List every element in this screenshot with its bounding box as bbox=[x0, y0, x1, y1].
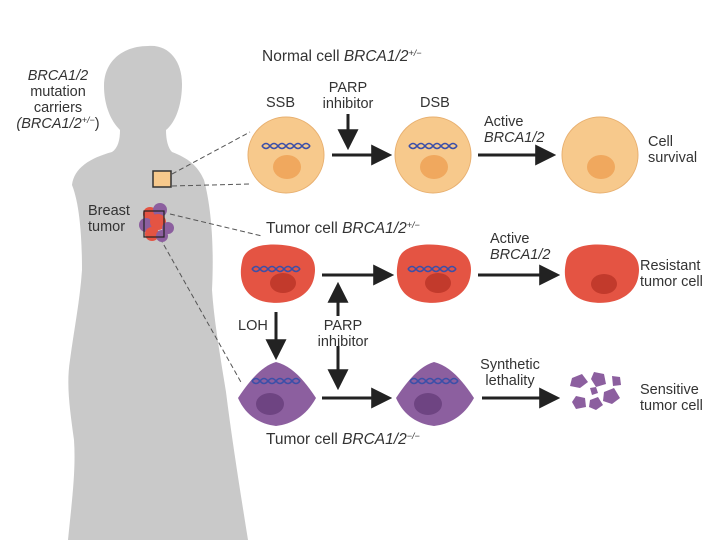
tumor-cell-resistant bbox=[564, 244, 639, 303]
tumor-cell-start bbox=[240, 244, 315, 303]
sensitive-tumor-label: Sensitive tumor cell bbox=[640, 382, 703, 414]
breast-tumor-label: Breast tumor bbox=[88, 203, 130, 235]
tumor-cell-title: Tumor cell BRCA1/2+/− bbox=[266, 220, 420, 237]
carriers-line3: carriers bbox=[33, 100, 83, 116]
carriers-label: BRCA1/2 mutation carriers (BRCA1/2+/−) bbox=[4, 68, 112, 132]
apoptotic-fragments bbox=[570, 372, 621, 410]
normal-cell-ssb bbox=[247, 116, 325, 194]
synthetic-lethality-label: Synthetic lethality bbox=[480, 357, 540, 389]
normal-cell-dsb bbox=[394, 116, 472, 194]
breast-tumor-icon bbox=[139, 203, 174, 242]
carriers-line2: mutation bbox=[30, 84, 86, 100]
sensitive-cell-start bbox=[238, 362, 316, 426]
cell-survival-label: Cell survival bbox=[648, 134, 698, 166]
sensitive-cell-title: Tumor cell BRCA1/2−/− bbox=[266, 431, 420, 448]
active-brca-label-row1: Active BRCA1/2 bbox=[484, 114, 545, 146]
tumor-cell-mid bbox=[396, 244, 471, 303]
loh-label: LOH bbox=[238, 318, 268, 334]
parp-inhibitor-label-middle: PARP inhibitor bbox=[317, 318, 369, 350]
active-brca-label-row2: Active BRCA1/2 bbox=[490, 231, 551, 263]
callout-lines bbox=[159, 131, 263, 385]
tissue-sample-icon bbox=[152, 170, 172, 188]
carriers-genotype: (BRCA1/2+/−) bbox=[16, 115, 100, 133]
woman-silhouette bbox=[68, 45, 248, 540]
normal-cell-title: Normal cell BRCA1/2+/− bbox=[262, 48, 422, 65]
carriers-gene: BRCA1/2 bbox=[27, 68, 89, 84]
ssb-label: SSB bbox=[266, 95, 296, 111]
parp-inhibitor-label-row1: PARP inhibitor bbox=[322, 80, 374, 112]
dsb-label: DSB bbox=[420, 95, 450, 111]
normal-cell-survival bbox=[561, 116, 639, 194]
flow-arrows bbox=[265, 114, 561, 409]
resistant-tumor-label: Resistant tumor cell bbox=[640, 258, 703, 290]
sensitive-cell-mid bbox=[396, 362, 474, 426]
